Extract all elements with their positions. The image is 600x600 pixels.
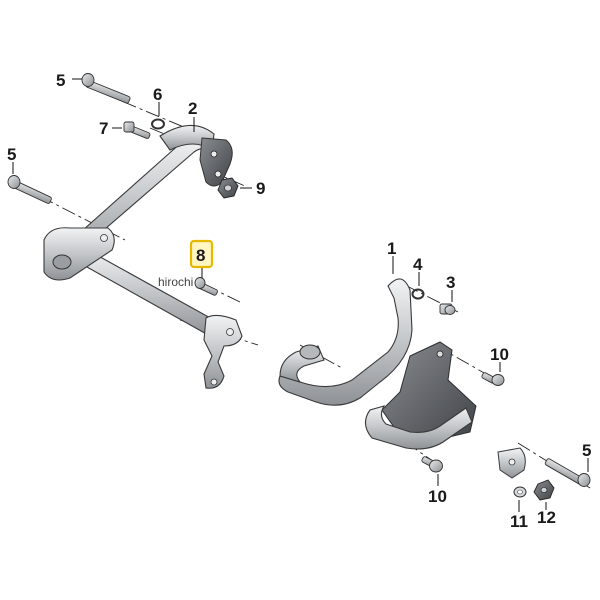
bolt-10-upper <box>481 372 505 386</box>
callout-5-right[interactable]: 5 <box>582 441 591 460</box>
washer-4 <box>411 288 425 300</box>
callout-8[interactable]: 8 <box>196 246 205 265</box>
lower-bar-loop <box>278 278 413 406</box>
callout-6[interactable]: 6 <box>153 85 162 104</box>
callout-10-lower[interactable]: 10 <box>428 487 447 506</box>
callout-7[interactable]: 7 <box>99 119 108 138</box>
selected-part-highlight[interactable] <box>189 239 214 269</box>
upper-bar-lower-bracket <box>203 314 243 389</box>
lower-bar-return-tube <box>364 405 473 450</box>
mount-hole <box>214 170 222 178</box>
bolt-5-right <box>544 458 591 487</box>
axis-line <box>404 284 459 313</box>
callout-2[interactable]: 2 <box>188 99 197 118</box>
bolt-5-left <box>7 175 52 204</box>
axis-lines <box>17 91 591 489</box>
callout-3[interactable]: 3 <box>446 273 455 292</box>
tab-hole <box>508 458 516 466</box>
nut-12 <box>533 479 555 501</box>
nut-9 <box>217 177 239 199</box>
lug-bore <box>52 254 72 270</box>
washer-6 <box>151 118 165 130</box>
callout-1[interactable]: 1 <box>387 239 396 258</box>
bolt-10-lower <box>421 456 443 473</box>
washer-11 <box>513 486 527 498</box>
upper-crash-bar <box>43 124 243 389</box>
callout-11[interactable]: 11 <box>510 512 528 531</box>
bracket-hole <box>226 328 234 336</box>
callout-9[interactable]: 9 <box>256 179 265 198</box>
callout-5-top[interactable]: 5 <box>56 71 65 90</box>
callout-10-upper[interactable]: 10 <box>490 345 509 364</box>
callout-labels: 5 6 2 7 5 9 8 1 4 3 10 5 10 11 12 <box>7 71 591 531</box>
lower-crash-bar <box>278 278 526 479</box>
callout-5-left[interactable]: 5 <box>7 145 16 164</box>
leader-lines <box>12 78 589 512</box>
lug-hole <box>100 234 108 242</box>
arm-end <box>299 344 321 360</box>
bolt-5-top <box>81 73 131 104</box>
mount-hole <box>210 150 218 158</box>
callout-12[interactable]: 12 <box>537 508 556 527</box>
fasteners <box>7 73 591 501</box>
watermark-text: hirochi <box>158 275 193 289</box>
plate-hole <box>436 350 444 358</box>
callout-4[interactable]: 4 <box>413 255 423 274</box>
bolt-7 <box>123 121 151 139</box>
bolt-3 <box>439 303 456 315</box>
bolt-8 <box>194 277 218 296</box>
bracket-hole <box>210 378 218 386</box>
